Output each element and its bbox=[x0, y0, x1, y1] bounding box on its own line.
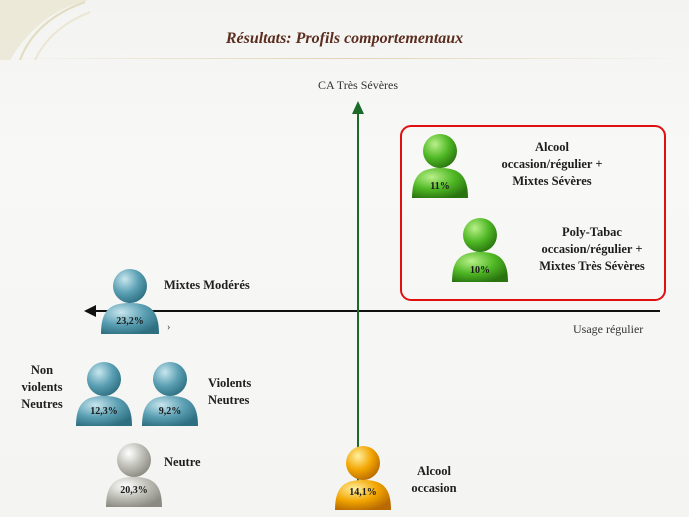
label-line: occasion/régulier + bbox=[541, 241, 643, 256]
label-line: Poly-Tabac bbox=[562, 225, 622, 239]
label-line: Non bbox=[30, 363, 54, 377]
person-icon-alcool-mixtes-severes: 11% bbox=[412, 134, 468, 198]
label-line: Neutres bbox=[21, 396, 63, 411]
label-line: violents bbox=[21, 379, 63, 394]
percent-non-violents-neutres: 12,3% bbox=[90, 406, 118, 417]
percent-alcool-occasion: 14,1% bbox=[349, 487, 377, 498]
label-line: Violents bbox=[208, 376, 252, 390]
label-line: Mixtes Très Sévères bbox=[539, 258, 645, 273]
vertical-axis-arrowhead bbox=[352, 101, 364, 114]
label-line: Neutres bbox=[208, 392, 250, 407]
label-line: Alcool bbox=[534, 140, 570, 154]
person-icon-mixtes-moderes: 23,2% bbox=[101, 269, 159, 334]
percent-neutre: 20,3% bbox=[120, 485, 148, 496]
label-violents-neutres: Violents Neutres bbox=[208, 375, 251, 409]
vertical-axis-label: CA Très Sévères bbox=[318, 78, 399, 92]
percent-poly-tabac: 10% bbox=[470, 265, 490, 276]
label-non-violents-neutres: Non violents Neutres bbox=[14, 362, 70, 413]
label-line: occasion/régulier + bbox=[501, 156, 603, 171]
person-icon-non-violents-neutres: 12,3% bbox=[76, 362, 132, 426]
label-line: Mixtes Sévères bbox=[512, 173, 592, 188]
label-line: occasion bbox=[411, 480, 457, 495]
label-alcool-occasion: Alcool occasion bbox=[408, 463, 460, 497]
percent-alcool-mixtes-severes: 11% bbox=[430, 181, 449, 192]
percent-mixtes-moderes: 23,2% bbox=[116, 316, 144, 327]
label-neutre: Neutre bbox=[164, 454, 201, 471]
label-line: Mixtes Modérés bbox=[164, 278, 250, 292]
title-divider bbox=[0, 58, 689, 59]
stray-mark: › bbox=[167, 322, 171, 333]
percent-violents-neutres: 9,2% bbox=[159, 406, 182, 417]
corner-decoration bbox=[0, 0, 90, 60]
label-poly-tabac: Poly-Tabac occasion/régulier + Mixtes Tr… bbox=[524, 224, 660, 275]
horizontal-axis-label: Usage régulier bbox=[573, 322, 644, 336]
label-mixtes-moderes: Mixtes Modérés bbox=[164, 277, 250, 294]
person-icon-violents-neutres: 9,2% bbox=[142, 362, 198, 426]
slide-title: Résultats: Profils comportementaux bbox=[225, 30, 464, 47]
person-icon-alcool-occasion: 14,1% bbox=[335, 446, 391, 510]
horizontal-axis-arrowhead bbox=[84, 305, 96, 317]
person-icon-poly-tabac: 10% bbox=[452, 218, 508, 282]
label-line: Alcool bbox=[416, 464, 452, 478]
label-line: Neutre bbox=[164, 455, 201, 469]
person-icon-neutre: 20,3% bbox=[106, 443, 162, 507]
label-alcool-mixtes-severes: Alcool occasion/régulier + Mixtes Sévère… bbox=[488, 139, 616, 190]
highlight-box bbox=[400, 125, 666, 301]
